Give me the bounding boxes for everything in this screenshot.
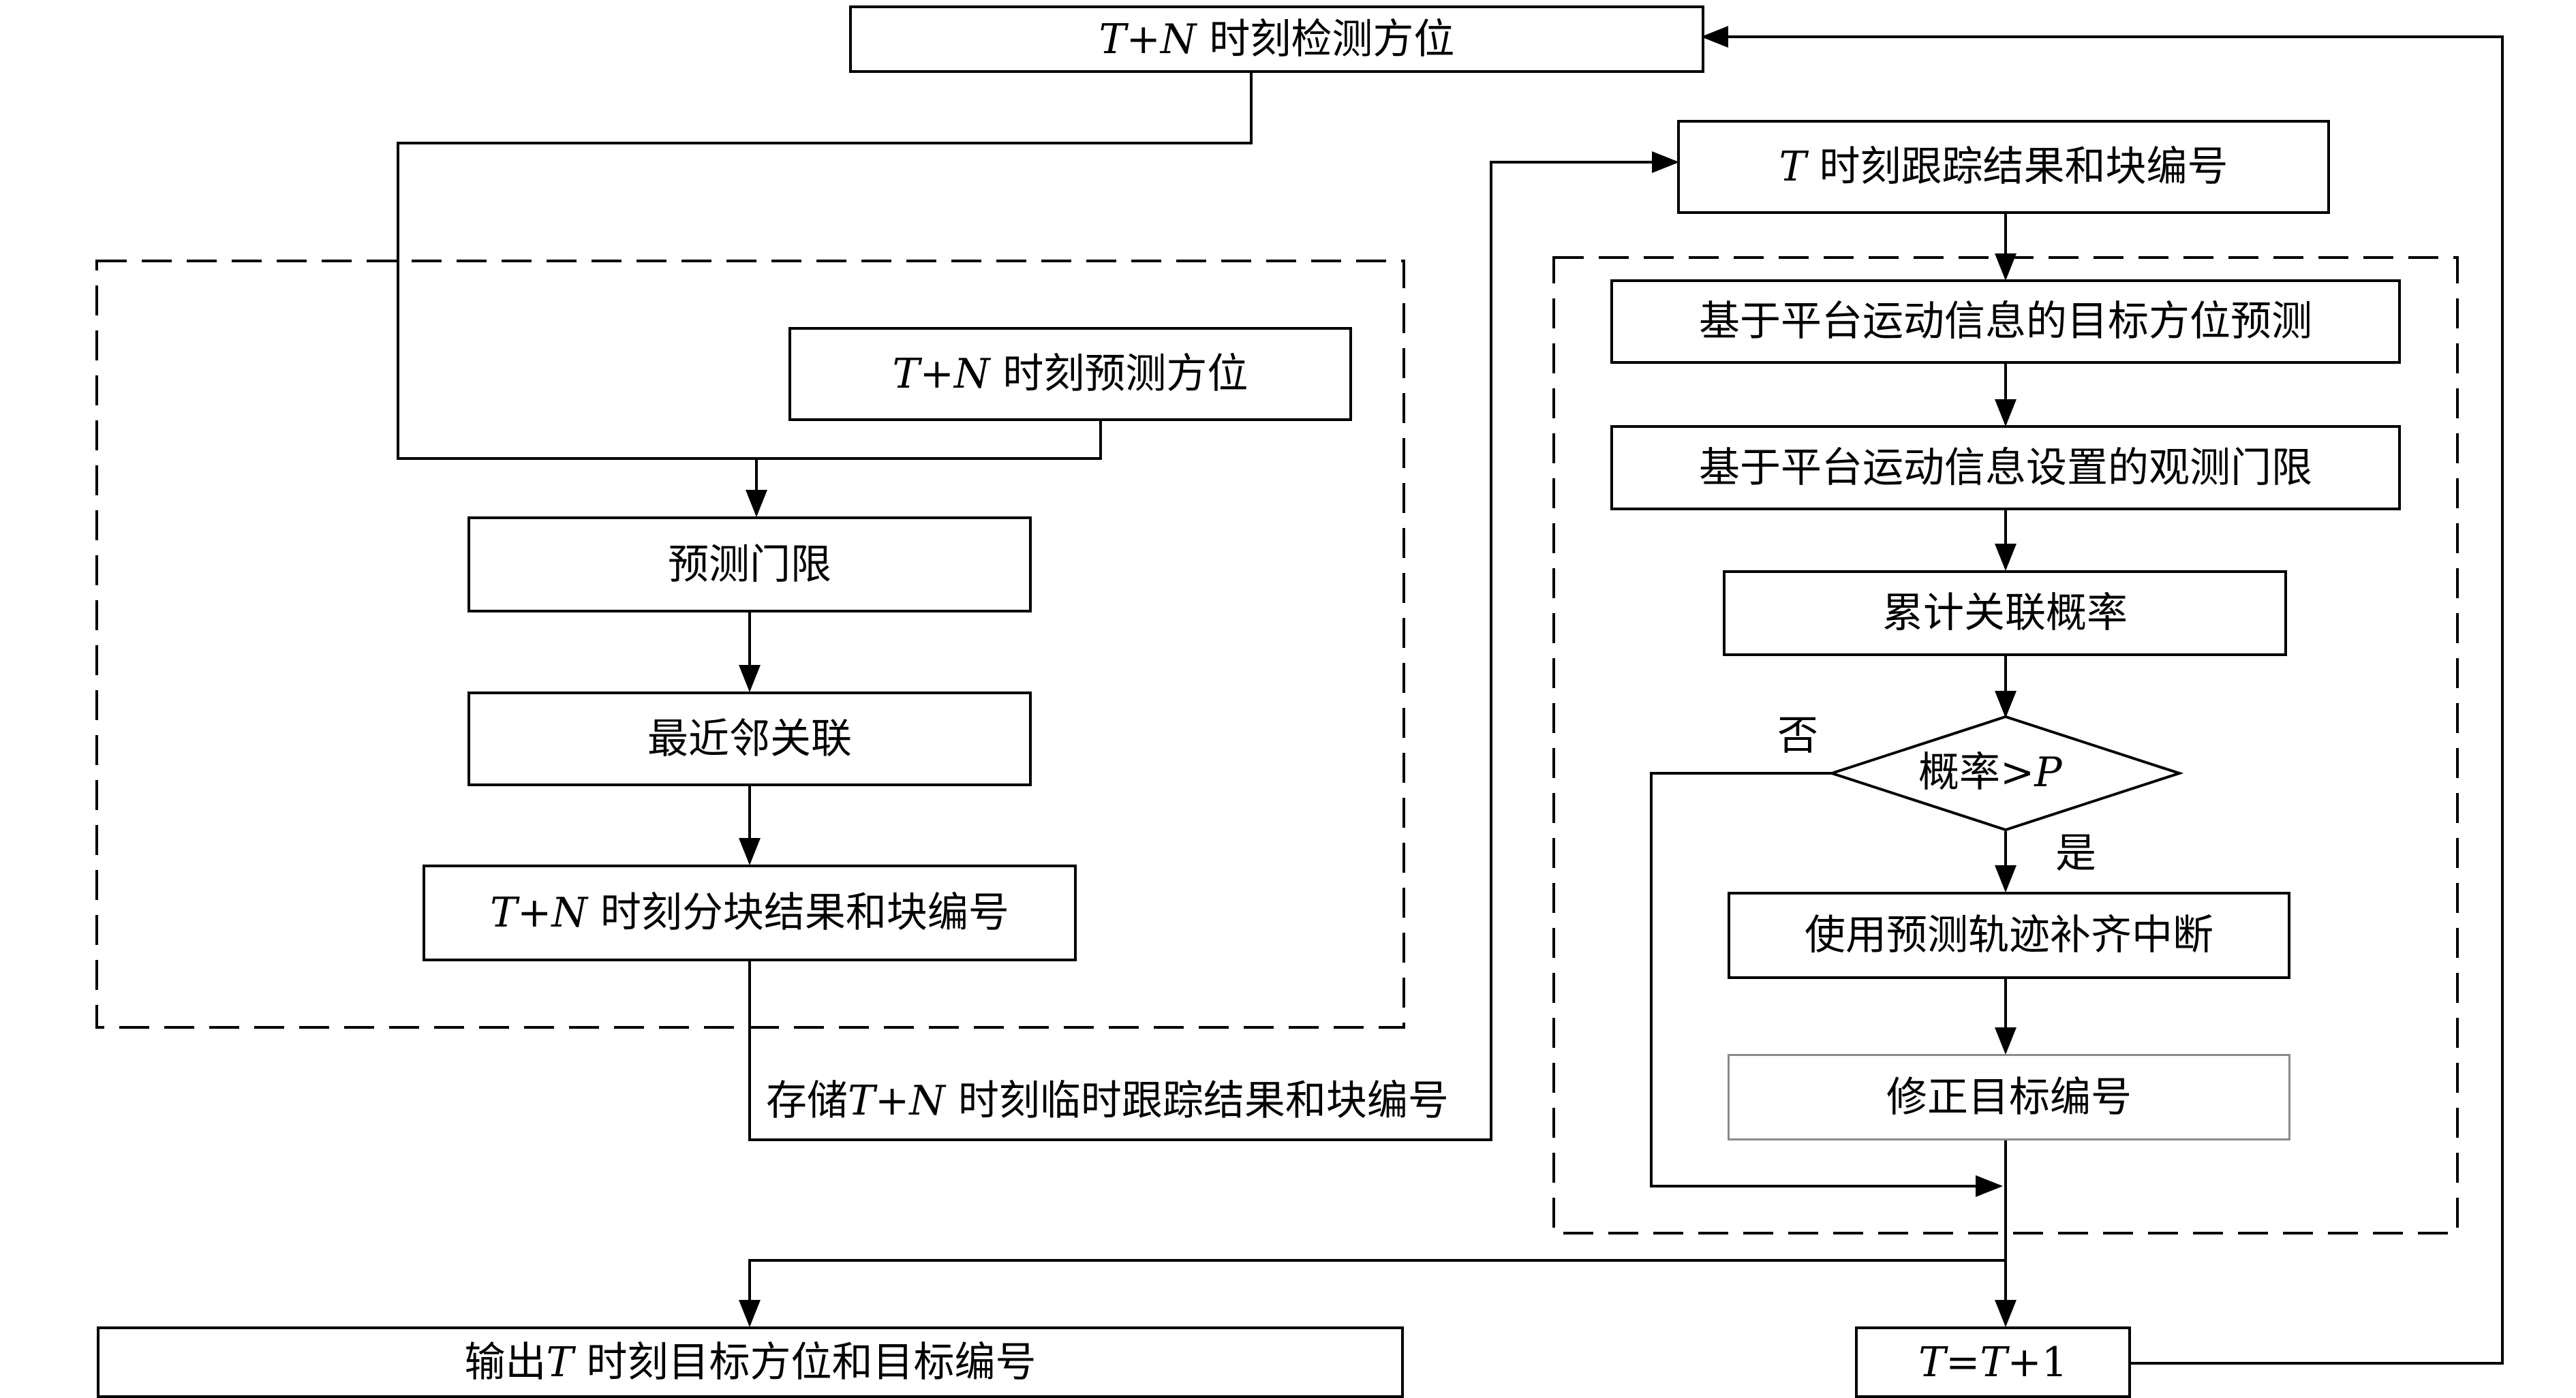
store-label: 存储T+N 时刻临时跟踪结果和块编号 xyxy=(766,1077,1449,1125)
azimuth-prediction-box: 基于平台运动信息的目标方位预测 xyxy=(1610,279,2401,364)
output-box: 输出T 时刻目标方位和目标编号 xyxy=(97,1326,1404,1398)
predict-gate-box: 预测门限 xyxy=(467,516,1032,612)
detect-azimuth-box: T+N 时刻检测方位 xyxy=(849,5,1704,73)
observation-gate-box: 基于平台运动信息设置的观测门限 xyxy=(1610,425,2401,510)
no-label: 否 xyxy=(1777,712,1818,760)
decision-label: 概率>P xyxy=(1918,749,2062,796)
yes-label: 是 xyxy=(2055,830,2096,877)
nearest-neighbor-box: 最近邻关联 xyxy=(467,692,1032,786)
connector-decision-no xyxy=(1650,772,2003,1197)
track-result-box: T 时刻跟踪结果和块编号 xyxy=(1677,120,2330,214)
accumulate-probability-box: 累计关联概率 xyxy=(1723,570,2287,656)
arrow-to-output xyxy=(739,1259,2006,1327)
block-result-box: T+N 时刻分块结果和块编号 xyxy=(423,865,1077,961)
connector-block-to-track xyxy=(748,151,1679,1141)
predict-azimuth-box: T+N 时刻预测方位 xyxy=(788,327,1352,421)
connector-loop-back xyxy=(1701,26,2504,1365)
fix-id-box: 修正目标编号 xyxy=(1728,1054,2290,1140)
increment-box: T=T+1 xyxy=(1855,1326,2131,1398)
fill-gap-box: 使用预测轨迹补齐中断 xyxy=(1728,892,2290,979)
decision-diamond xyxy=(1827,715,2184,832)
connector-detect-to-gate xyxy=(397,72,1253,460)
